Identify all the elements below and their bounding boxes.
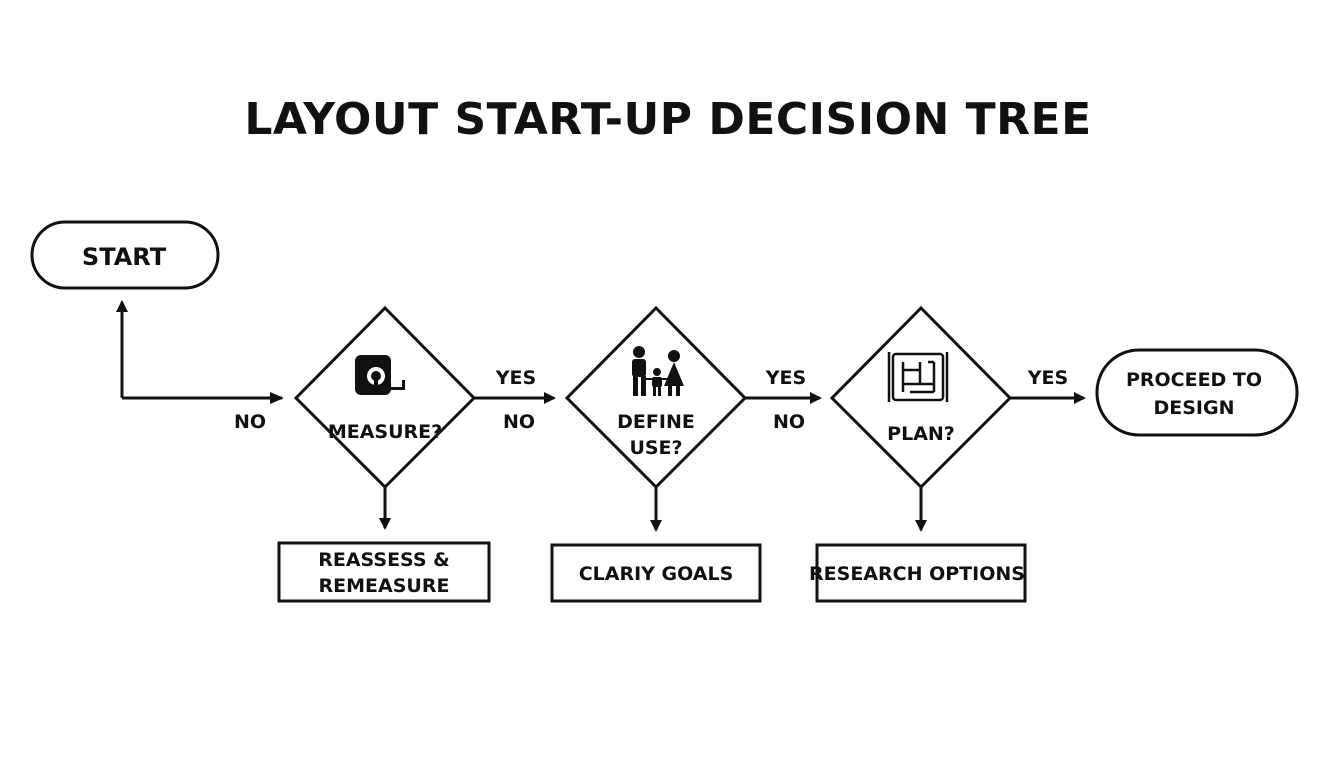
- proceed-label-line2: DESIGN: [1153, 397, 1234, 419]
- loop-back-connector: [116, 300, 284, 404]
- proceed-to-design-node: PROCEED TO DESIGN: [1095, 348, 1299, 437]
- research-options-label: RESEARCH OPTIONS: [809, 563, 1025, 585]
- edge-label-yes-3: YES: [1027, 367, 1068, 389]
- reassess-label-line1: REASSESS &: [318, 549, 450, 571]
- measure-label: MEASURE?: [328, 421, 442, 443]
- tape-measure-icon: [355, 355, 405, 395]
- clarify-goals-box: CLARIY GOALS: [550, 543, 762, 603]
- edge-label-no-1: NO: [503, 411, 535, 433]
- edge-label-no-left: NO: [234, 411, 266, 433]
- diagram-title: LAYOUT START-UP DECISION TREE: [244, 94, 1091, 145]
- edge-label-yes-2: YES: [765, 367, 806, 389]
- start-node: START: [30, 220, 220, 290]
- proceed-label-line1: PROCEED TO: [1126, 369, 1262, 391]
- edge-label-yes-1: YES: [495, 367, 536, 389]
- family-icon: [632, 346, 684, 396]
- plan-decision: PLAN?: [829, 305, 1013, 490]
- research-options-box: RESEARCH OPTIONS: [809, 543, 1027, 603]
- clarify-goals-label: CLARIY GOALS: [579, 563, 734, 585]
- reassess-box: REASSESS & REMEASURE: [277, 541, 491, 603]
- start-label: START: [82, 243, 167, 271]
- define-use-decision: DEFINE USE?: [564, 305, 748, 490]
- define-label-line2: USE?: [629, 437, 682, 459]
- reassess-label-line2: REMEASURE: [319, 575, 450, 597]
- measure-decision: MEASURE?: [293, 305, 477, 490]
- define-label-line1: DEFINE: [617, 411, 695, 433]
- plan-label: PLAN?: [887, 423, 955, 445]
- blueprint-icon: [887, 352, 949, 402]
- edge-label-no-2: NO: [773, 411, 805, 433]
